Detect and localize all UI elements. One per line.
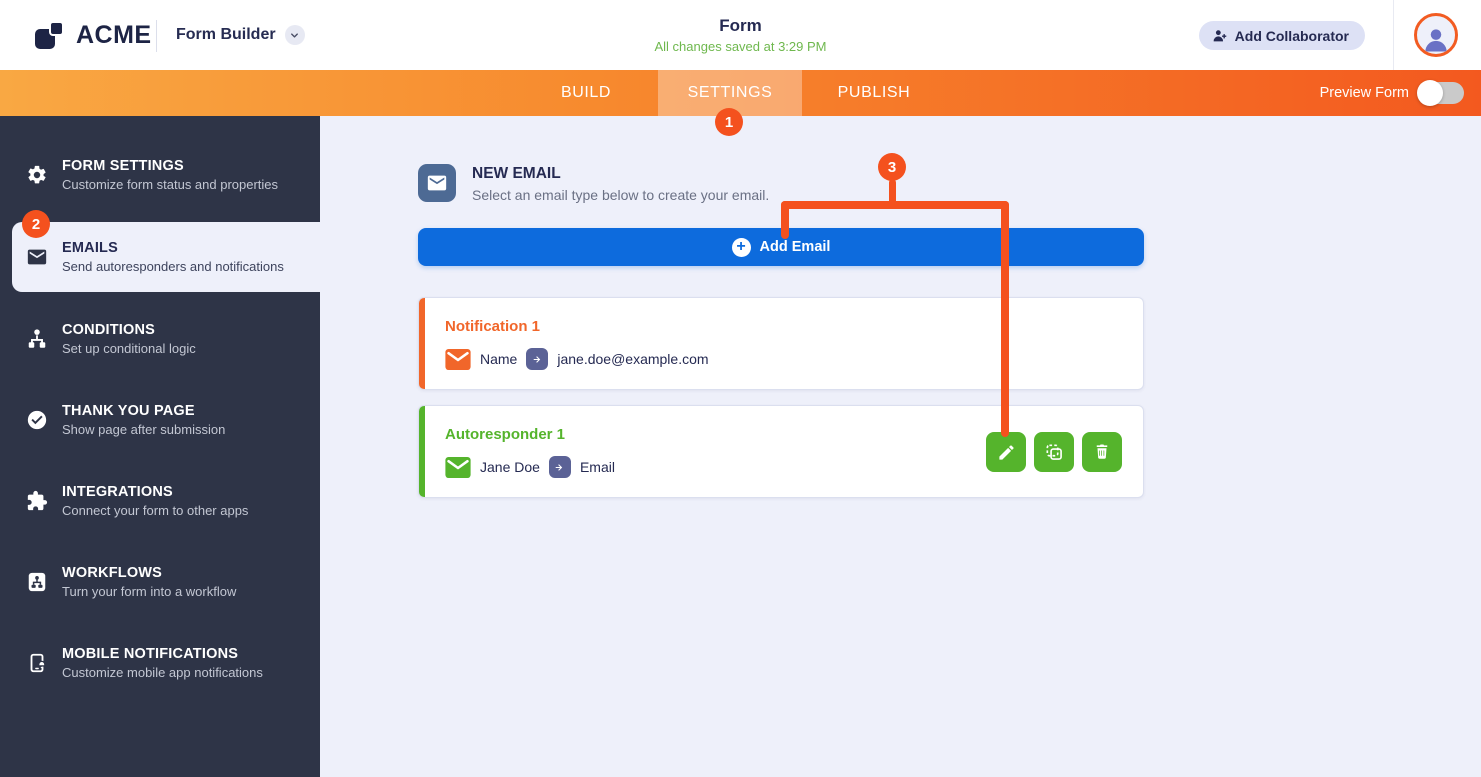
arrow-right-icon [548,456,571,478]
notification-accent-bar [419,298,425,389]
email-from-label: Name [480,351,518,367]
sidebar-item-label: WORKFLOWS [62,565,163,581]
person-icon [1425,29,1447,52]
save-status-text: All changes saved at 3:29 PM [654,39,827,54]
settings-sidebar: FORM SETTINGS Customize form status and … [0,116,322,777]
sidebar-item-desc: Send autoresponders and notifications [62,259,284,274]
avatar[interactable] [1414,13,1458,57]
notification-envelope-icon [445,348,471,370]
sidebar-item-desc: Customize form status and properties [62,177,279,192]
chevron-down-icon[interactable] [284,25,305,45]
sidebar-item-thank-you-page[interactable]: THANK YOU PAGE Show page after submissio… [0,385,320,455]
sidebar-item-label: MOBILE NOTIFICATIONS [62,646,239,662]
person-plus-icon [1213,29,1226,41]
step-2-marker: 2 [22,210,50,238]
pencil-icon [998,444,1014,460]
sidebar-item-desc: Customize mobile app notifications [62,665,263,680]
duplicate-email-button[interactable] [1034,432,1074,472]
sidebar-item-desc: Turn your form into a workflow [62,584,237,599]
sidebar-item-label: CONDITIONS [62,322,156,338]
step-1-marker: 1 [715,108,743,136]
arrow-right-icon [526,348,549,370]
sidebar-item-mobile-notifications[interactable]: MOBILE NOTIFICATIONS Customize mobile ap… [0,628,320,698]
trash-icon [1096,444,1108,459]
email-card-actions [986,432,1122,472]
duplicate-icon [1046,444,1062,460]
email-to-label: Email [579,459,615,475]
sidebar-item-emails[interactable]: EMAILS Send autoresponders and notificat… [12,222,322,292]
add-collaborator-button[interactable]: Add Collaborator [1198,21,1365,50]
header-divider-right [1393,0,1394,70]
sidebar-item-conditions[interactable]: CONDITIONS Set up conditional logic [0,304,320,374]
new-email-envelope-icon [418,164,456,202]
sidebar-item-desc: Set up conditional logic [62,341,196,356]
sidebar-item-integrations[interactable]: INTEGRATIONS Connect your form to other … [0,466,320,536]
email-card-notification[interactable]: Notification 1 Name jane.doe@example.com [418,297,1144,390]
sidebar-item-form-settings[interactable]: FORM SETTINGS Customize form status and … [0,140,320,210]
step-3-marker: 3 [878,153,906,181]
nav-tabs: BUILD SETTINGS PUBLISH [514,70,946,116]
email-card-autoresponder[interactable]: Autoresponder 1 Jane Doe Email [418,405,1144,498]
brand-name: ACME [76,20,152,49]
header-divider [156,20,157,52]
acme-logo-icon [35,20,69,50]
connector-left-drop [781,201,789,239]
sidebar-item-desc: Connect your form to other apps [62,503,249,518]
workflow-icon [26,571,48,593]
preview-form-label: Preview Form [1319,85,1409,101]
email-to-label: jane.doe@example.com [557,351,709,367]
check-circle-icon [26,409,48,431]
puzzle-icon [26,490,48,512]
page-title: Form [719,16,762,35]
preview-form-toggle[interactable] [1417,80,1464,106]
email-card-title: Notification 1 [445,318,541,335]
autoresponder-envelope-icon [445,456,471,478]
sidebar-item-workflows[interactable]: WORKFLOWS Turn your form into a workflow [0,547,320,617]
delete-email-button[interactable] [1082,432,1122,472]
email-card-title: Autoresponder 1 [445,426,566,443]
emails-settings-panel: NEW EMAIL Select an email type below to … [320,116,1481,777]
sidebar-item-label: INTEGRATIONS [62,484,173,500]
sidebar-item-label: THANK YOU PAGE [62,403,195,419]
sitemap-icon [26,328,48,350]
autoresponder-accent-bar [419,406,425,497]
sidebar-item-label: FORM SETTINGS [62,158,184,174]
envelope-icon [26,246,48,268]
connector-horizontal [781,201,1009,209]
section-description: Select an email type below to create you… [472,187,770,203]
connector-right-drop [1001,201,1009,437]
preview-form-control: Preview Form [1320,70,1464,116]
email-from-label: Jane Doe [480,459,540,475]
sidebar-item-label: EMAILS [62,240,118,256]
app-header: ACME Form Builder Form All changes saved… [0,0,1481,70]
sidebar-item-desc: Show page after submission [62,422,226,437]
brand: ACME [35,0,152,70]
form-builder-menu[interactable]: Form Builder [176,0,305,70]
toggle-knob [1417,80,1443,106]
section-title: NEW EMAIL [472,165,561,182]
add-email-label: Add Email [759,239,831,255]
mobile-bell-icon [26,652,48,674]
gear-icon [26,164,48,186]
form-builder-label: Form Builder [176,26,276,43]
connector-stub [889,179,896,207]
tab-publish[interactable]: PUBLISH [837,84,911,101]
add-collaborator-label: Add Collaborator [1234,27,1349,44]
plus-circle-icon: + [731,237,751,257]
edit-email-button[interactable] [986,432,1026,472]
top-nav: BUILD SETTINGS PUBLISH Preview Form [0,70,1481,116]
tab-build[interactable]: BUILD [560,84,612,101]
